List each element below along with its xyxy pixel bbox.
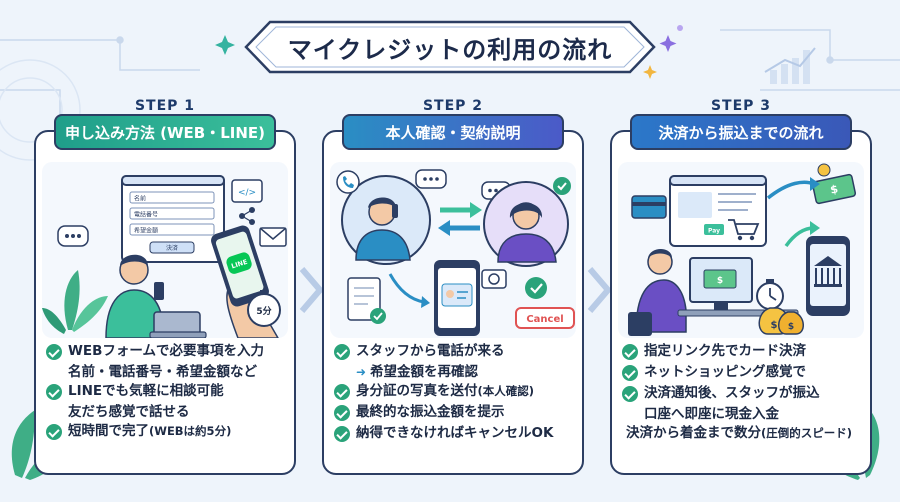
money-bag-icon: $ $	[758, 307, 804, 335]
step-3-label: STEP 3	[710, 98, 772, 114]
share-icon	[239, 207, 255, 225]
step-3-heading: 決済から振込までの流れ	[630, 114, 852, 150]
stopwatch-icon: 5分	[247, 290, 281, 327]
flow-arrow-icon	[299, 267, 323, 313]
check-icon	[622, 386, 638, 402]
stopwatch-icon	[756, 279, 784, 310]
money-bill-icon: $	[811, 163, 857, 205]
bullet-item: 指定リンク先でカード決済	[622, 342, 864, 361]
camera-icon	[481, 269, 507, 289]
form-field-phone: 電話番号	[134, 211, 158, 219]
step-2-bullets: スタッフから電話が来る ➜希望金額を再確認 身分証の写真を送付(本人確認) 最終…	[334, 342, 576, 445]
plant-icon	[42, 270, 108, 334]
bullet-item: ネットショッピング感覚で	[622, 363, 864, 382]
person-with-laptop	[105, 254, 207, 338]
step-2-illustration: Cancel	[330, 162, 576, 338]
id-verification-phone	[434, 260, 480, 336]
bullet-item: LINEでも気軽に相談可能	[46, 382, 288, 401]
step-2-label: STEP 2	[422, 98, 484, 114]
shopping-browser-window: Pay	[669, 175, 767, 247]
mail-icon	[259, 227, 287, 247]
title-banner: マイクレジットの利用の流れ	[240, 18, 660, 76]
page-title: マイクレジットの利用の流れ	[287, 35, 613, 64]
cart-icon	[728, 219, 760, 241]
timer-text: 5分	[256, 305, 271, 317]
svg-text:$: $	[717, 276, 723, 286]
check-badge-icon	[525, 277, 547, 299]
step-1-card: STEP 1 申し込み方法 (WEB・LINE) 名前 電話番号 希望金額 決済…	[34, 98, 296, 475]
cancel-text: Cancel	[526, 314, 563, 325]
credit-card-icon	[631, 195, 667, 219]
step-2-heading: 本人確認・契約説明	[342, 114, 564, 150]
bullet-subline: 名前・電話番号・希望金額など	[68, 364, 257, 380]
svg-text:$: $	[788, 322, 794, 332]
bullet-item: WEBフォームで必要事項を入力	[46, 342, 288, 361]
step-1-label: STEP 1	[134, 98, 196, 114]
monitor-icon: $	[689, 257, 753, 310]
step-2-card: STEP 2 本人確認・契約説明	[322, 98, 584, 475]
customer-on-phone	[341, 175, 431, 265]
bullet-item: 身分証の写真を送付(本人確認)	[334, 382, 576, 401]
bullet-subline: 友だち感覚で話せる	[68, 404, 190, 420]
check-icon	[334, 384, 350, 400]
code-window-icon: </>	[231, 179, 263, 203]
svg-text:$: $	[829, 182, 839, 196]
check-icon	[622, 344, 638, 360]
cancel-badge: Cancel	[515, 307, 575, 329]
pay-button: Pay	[708, 228, 720, 235]
check-icon	[46, 424, 62, 440]
flow-arrow-icon	[587, 267, 611, 313]
svg-text:</>: </>	[238, 188, 256, 198]
bullet-subline: ➜希望金額を再確認	[356, 364, 479, 380]
web-form-window: 名前 電話番号 希望金額 決済	[121, 175, 225, 263]
title-banner-frame	[244, 20, 656, 74]
bullet-item: 短時間で完了(WEBは約5分)	[46, 422, 288, 441]
bullet-item: スタッフから電話が来る	[334, 342, 576, 361]
document-icon	[347, 277, 386, 324]
svg-text:$: $	[771, 320, 778, 331]
check-icon	[46, 384, 62, 400]
step-3-bullets: 指定リンク先でカード決済 ネットショッピング感覚で 決済通知後、スタッフが振込 …	[622, 342, 864, 443]
form-field-name: 名前	[134, 195, 146, 203]
bullet-item: 最終的な振込金額を提示	[334, 403, 576, 422]
exchange-arrows	[438, 202, 482, 236]
bullet-item: 決済通知後、スタッフが振込	[622, 384, 864, 403]
check-icon	[334, 344, 350, 360]
bullet-subline: 口座へ即座に現金入金	[644, 406, 779, 422]
phone-call-icon	[336, 170, 360, 194]
check-icon	[622, 365, 638, 381]
form-submit-button: 決済	[166, 244, 178, 252]
check-icon	[46, 344, 62, 360]
operator-with-headset	[483, 177, 571, 267]
step-1-heading: 申し込み方法 (WEB・LINE)	[54, 114, 276, 150]
step-1-bullets: WEBフォームで必要事項を入力 名前・電話番号・希望金額など LINEでも気軽に…	[46, 342, 288, 443]
check-icon	[334, 426, 350, 442]
form-field-amount: 希望金額	[134, 227, 158, 235]
chat-bubble-icon	[57, 225, 89, 247]
bank-phone-icon	[806, 236, 850, 316]
arrow-right-icon: ➜	[356, 365, 367, 379]
step-3-illustration: Pay $ $	[618, 162, 864, 338]
check-icon	[334, 405, 350, 421]
step-3-card: STEP 3 決済から振込までの流れ Pay	[610, 98, 872, 475]
bullet-summary: 決済から着金まで数分(圧倒的スピード)	[626, 425, 853, 441]
step-1-illustration: 名前 電話番号 希望金額 決済 </>	[42, 162, 288, 338]
bullet-item: 納得できなければキャンセルOK	[334, 424, 576, 443]
